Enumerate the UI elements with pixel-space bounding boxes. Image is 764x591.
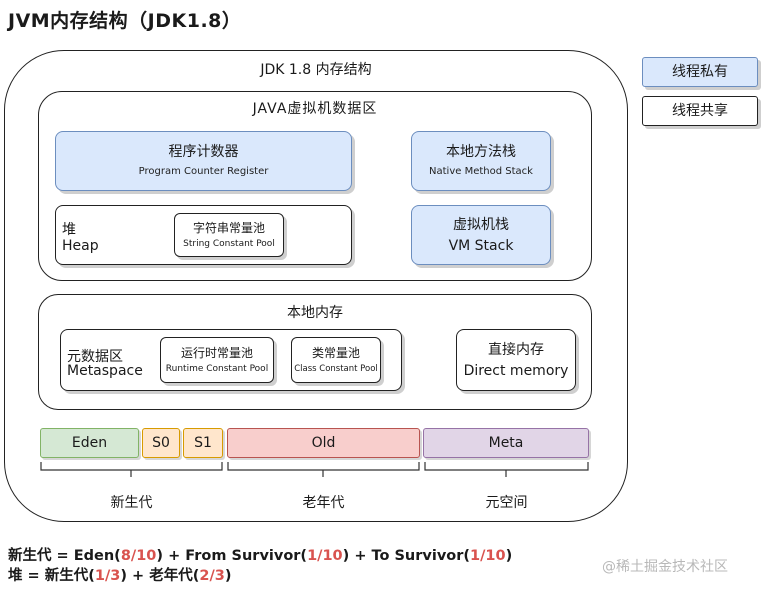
jdk-label: JDK 1.8 内存结构 bbox=[260, 62, 372, 78]
direct-memory: 直接内存 Direct memory bbox=[456, 329, 576, 391]
formula-young-generation: 新生代 = Eden(8/10) + From Survivor(1/10) +… bbox=[8, 546, 512, 566]
runtime-constant-pool: 运行时常量池 Runtime Constant Pool bbox=[160, 337, 274, 383]
old-brace bbox=[227, 462, 420, 477]
pc-cn: 程序计数器 bbox=[168, 144, 239, 160]
formula2-c: ) + 老年代( bbox=[120, 568, 200, 584]
formula1-to-ratio: 1/10 bbox=[470, 548, 506, 564]
s1-segment: S1 bbox=[183, 428, 223, 458]
jvm-data-area-label: JAVA虚拟机数据区 bbox=[252, 101, 378, 117]
native-stack-en: Native Method Stack bbox=[429, 166, 533, 177]
formula1-from-ratio: 1/10 bbox=[307, 548, 343, 564]
string-pool-en: String Constant Pool bbox=[183, 238, 275, 249]
formula-heap: 堆 = 新生代(1/3) + 老年代(2/3) bbox=[8, 566, 231, 586]
metaspace-generation-label: 元空间 bbox=[485, 495, 528, 511]
class-pool-en: Class Constant Pool bbox=[294, 363, 378, 374]
formula2-e: ) bbox=[224, 568, 232, 584]
s0-segment: S0 bbox=[142, 428, 180, 458]
legend-thread-shared-label: 线程共享 bbox=[672, 103, 728, 119]
old-segment: Old bbox=[227, 428, 420, 458]
page-title: JVM内存结构（JDK1.8） bbox=[8, 10, 242, 32]
heap-cn: 堆 bbox=[62, 222, 76, 238]
native-memory-label: 本地内存 bbox=[287, 305, 343, 321]
formula1-a: 新生代 = Eden( bbox=[8, 548, 121, 564]
young-brace bbox=[40, 462, 223, 477]
meta-brace bbox=[424, 462, 589, 477]
formula1-c: ) + From Survivor( bbox=[156, 548, 308, 564]
formula1-g: ) bbox=[505, 548, 513, 564]
young-generation-label: 新生代 bbox=[110, 495, 153, 511]
string-pool-cn: 字符串常量池 bbox=[192, 220, 265, 235]
pc-en: Program Counter Register bbox=[138, 166, 269, 177]
runtime-pool-en: Runtime Constant Pool bbox=[165, 363, 269, 374]
class-constant-pool: 类常量池 Class Constant Pool bbox=[291, 337, 381, 383]
vm-stack-en: VM Stack bbox=[448, 237, 514, 254]
meta-segment: Meta bbox=[423, 428, 589, 458]
formula1-e: ) + To Survivor( bbox=[342, 548, 471, 564]
vm-stack-cn: 虚拟机栈 bbox=[453, 216, 509, 233]
formula1-eden-ratio: 8/10 bbox=[120, 548, 157, 564]
eden-segment: Eden bbox=[40, 428, 139, 458]
runtime-pool-cn: 运行时常量池 bbox=[180, 345, 253, 360]
direct-memory-cn: 直接内存 bbox=[488, 341, 544, 358]
legend-thread-shared: 线程共享 bbox=[642, 96, 758, 126]
native-method-stack: 本地方法栈 Native Method Stack bbox=[411, 131, 551, 191]
string-constant-pool: 字符串常量池 String Constant Pool bbox=[174, 213, 284, 257]
native-stack-cn: 本地方法栈 bbox=[446, 144, 516, 160]
legend-thread-private-label: 线程私有 bbox=[672, 64, 728, 80]
metaspace-en: Metaspace bbox=[67, 363, 143, 379]
program-counter-register: 程序计数器 Program Counter Register bbox=[55, 131, 352, 191]
direct-memory-en: Direct memory bbox=[463, 362, 569, 379]
old-generation-label: 老年代 bbox=[302, 495, 345, 511]
metaspace-cn: 元数据区 bbox=[67, 349, 123, 365]
legend-thread-private: 线程私有 bbox=[642, 57, 758, 87]
class-pool-cn: 类常量池 bbox=[311, 345, 360, 360]
formula2-a: 堆 = 新生代( bbox=[8, 568, 95, 584]
watermark: @稀土掘金技术社区 bbox=[602, 559, 728, 575]
vm-stack: 虚拟机栈 VM Stack bbox=[411, 205, 551, 265]
formula2-old-ratio: 2/3 bbox=[199, 568, 225, 584]
formula2-young-ratio: 1/3 bbox=[94, 568, 121, 584]
heap-en: Heap bbox=[62, 238, 99, 254]
